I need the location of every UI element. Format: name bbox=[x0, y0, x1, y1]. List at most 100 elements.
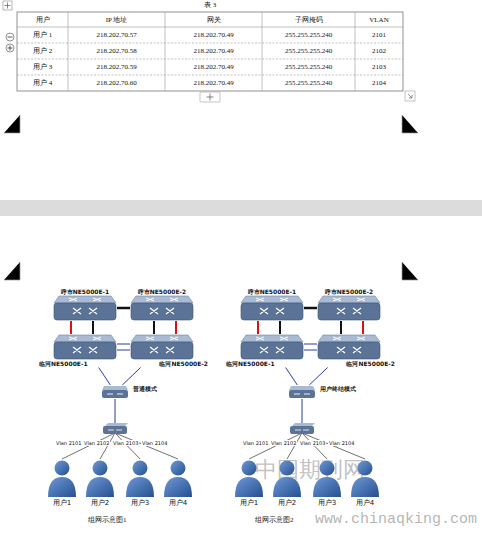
table-header: 子网掩码 bbox=[262, 16, 355, 25]
user-figure bbox=[234, 459, 264, 497]
table-cell: 2103 bbox=[355, 63, 403, 72]
table-cell: 218.202.70.49 bbox=[165, 47, 262, 56]
table-cell: 218.202.70.49 bbox=[165, 63, 262, 72]
node-label: 用户4 bbox=[345, 499, 385, 508]
router-node: 呼市NE5000E-2 bbox=[130, 288, 194, 322]
node-label: 呼市NE5000E-1 bbox=[53, 288, 117, 296]
user-figure bbox=[312, 459, 342, 497]
figure-caption: 组网示意图1 bbox=[88, 516, 127, 525]
switch-icon bbox=[288, 385, 316, 399]
link-line bbox=[340, 321, 342, 334]
router-icon bbox=[53, 295, 117, 321]
link-line bbox=[99, 368, 111, 386]
table-header: IP 地址 bbox=[68, 16, 165, 25]
router-node: 呼市NE5000E-2 bbox=[317, 288, 381, 322]
vlan-label: Vlan 2103 bbox=[112, 440, 139, 446]
table-cell: 218.202.70.49 bbox=[165, 31, 262, 40]
table-cell: 218.202.70.49 bbox=[165, 79, 262, 88]
router-node: 临河NE5000E-2 bbox=[130, 334, 194, 368]
vlan-label: Vlan 2102 bbox=[83, 440, 110, 446]
table-cell: 2101 bbox=[355, 31, 403, 40]
link-line bbox=[304, 344, 317, 345]
link-line bbox=[257, 321, 259, 334]
router-node: 呼市NE5000E-1 bbox=[240, 288, 304, 322]
router-icon bbox=[317, 334, 381, 360]
table-cell: 2102 bbox=[355, 47, 403, 56]
page-gap-band bbox=[0, 200, 482, 216]
table-cell: 218.202.70.58 bbox=[68, 47, 165, 56]
switch-node: 用户终结模式 bbox=[288, 385, 316, 399]
table-header: VLAN bbox=[355, 16, 403, 25]
table-cell: 255.255.255.240 bbox=[262, 47, 355, 56]
vlan-label: Vlan 2101 bbox=[55, 440, 82, 446]
router-icon bbox=[130, 295, 194, 321]
node-label: 用户2 bbox=[267, 499, 307, 508]
link-line bbox=[286, 368, 298, 386]
link-line bbox=[175, 321, 177, 334]
link-line bbox=[304, 307, 317, 310]
link-line bbox=[153, 321, 155, 334]
link-line bbox=[279, 321, 281, 334]
node-label: 呼市NE5000E-2 bbox=[130, 288, 194, 296]
node-label: 用户1 bbox=[42, 499, 82, 508]
table-cell: 255.255.255.240 bbox=[262, 31, 355, 40]
user-figure bbox=[163, 459, 193, 497]
link-line bbox=[117, 350, 130, 351]
link-line bbox=[92, 321, 94, 334]
router-node: 临河NE5000E-1 bbox=[53, 334, 117, 368]
vlan-label: Vlan 2104 bbox=[141, 440, 168, 446]
router-icon bbox=[240, 295, 304, 321]
table-cell: 2104 bbox=[355, 79, 403, 88]
table-header: 用户 bbox=[17, 16, 68, 25]
user-figure bbox=[125, 459, 155, 497]
table-cell: 218.202.70.57 bbox=[68, 31, 165, 40]
node-label: 临河NE5000E-1 bbox=[39, 360, 117, 368]
table-cell: 用户 3 bbox=[17, 63, 68, 72]
table-header: 网关 bbox=[165, 16, 262, 25]
node-label: 用户终结模式 bbox=[320, 385, 356, 393]
node-label: 临河NE5000E-2 bbox=[130, 360, 208, 368]
user-node: 用户3 bbox=[307, 459, 347, 508]
node-label: 普通模式 bbox=[133, 385, 157, 393]
vlan-label: Vlan 2104 bbox=[328, 440, 355, 446]
router-icon bbox=[240, 334, 304, 360]
router-icon bbox=[130, 334, 194, 360]
node-label: 用户2 bbox=[80, 499, 120, 508]
table-cell: 用户 4 bbox=[17, 79, 68, 88]
user-figure bbox=[272, 459, 302, 497]
table-cell: 用户 1 bbox=[17, 31, 68, 40]
table-cell: 255.255.255.240 bbox=[262, 79, 355, 88]
node-label: 用户3 bbox=[120, 499, 160, 508]
router-icon bbox=[53, 334, 117, 360]
table-title: 表 3 bbox=[185, 1, 235, 10]
user-node: 用户1 bbox=[42, 459, 82, 508]
node-label: 临河NE5000E-1 bbox=[226, 360, 304, 368]
link-line bbox=[117, 307, 130, 310]
node-label: 用户4 bbox=[158, 499, 198, 508]
node-label: 呼市NE5000E-2 bbox=[317, 288, 381, 296]
router-node: 呼市NE5000E-1 bbox=[53, 288, 117, 322]
user-node: 用户3 bbox=[120, 459, 160, 508]
router-node: 临河NE5000E-1 bbox=[240, 334, 304, 368]
table-cell: 218.202.70.60 bbox=[68, 79, 165, 88]
link-line bbox=[362, 321, 364, 334]
router-icon bbox=[317, 295, 381, 321]
user-node: 用户1 bbox=[229, 459, 269, 508]
vlan-label: Vlan 2102 bbox=[270, 440, 297, 446]
user-node: 用户4 bbox=[345, 459, 385, 508]
table-cell: 用户 2 bbox=[17, 47, 68, 56]
table-cell: 218.202.70.59 bbox=[68, 63, 165, 72]
user-node: 用户2 bbox=[80, 459, 120, 508]
user-figure bbox=[350, 459, 380, 497]
user-figure bbox=[85, 459, 115, 497]
node-label: 用户1 bbox=[229, 499, 269, 508]
link-line bbox=[304, 350, 317, 351]
vlan-label: Vlan 2101 bbox=[242, 440, 269, 446]
watermark: 中国期刊网 bbox=[255, 456, 365, 484]
switch-node: 普通模式 bbox=[101, 385, 129, 399]
link-line bbox=[309, 368, 327, 386]
node-label: 临河NE5000E-2 bbox=[317, 360, 395, 368]
